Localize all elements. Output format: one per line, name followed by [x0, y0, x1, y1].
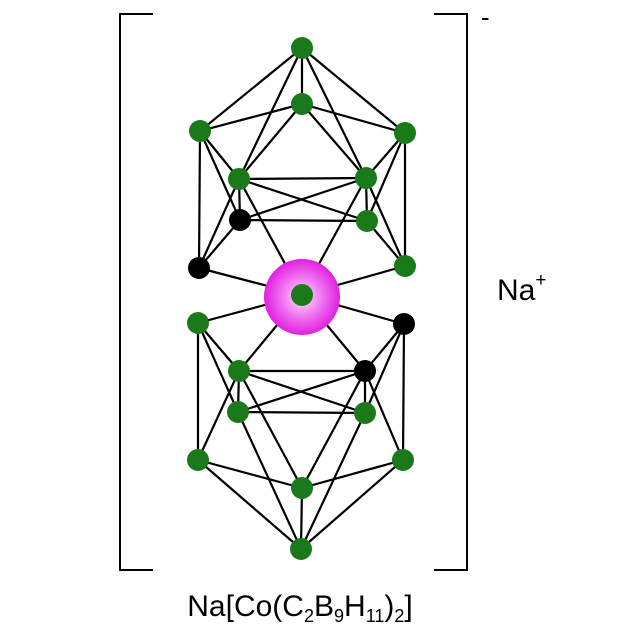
bond [300, 458, 405, 490]
bond [237, 176, 368, 181]
boron-atom [227, 401, 249, 423]
bond [365, 131, 407, 223]
bond [237, 102, 304, 181]
boron-atom [394, 122, 416, 144]
bond [198, 129, 242, 222]
formula-part: 9 [334, 606, 345, 626]
bond [300, 102, 368, 180]
boron-atom [290, 538, 312, 560]
bond [238, 176, 368, 222]
boron-atom [392, 449, 414, 471]
bond [196, 369, 241, 462]
carbon-atom [229, 209, 251, 231]
boron-atom [187, 449, 209, 471]
bond [238, 218, 369, 223]
bond [299, 458, 405, 551]
boron-atom [394, 255, 416, 277]
bond [198, 102, 304, 133]
boron-atom [291, 477, 313, 499]
boron-atom [354, 402, 376, 424]
right-bracket [434, 13, 468, 571]
bond [363, 369, 405, 462]
formula-part: ] [404, 590, 413, 623]
boron-atom [291, 93, 313, 115]
bond [237, 369, 304, 490]
carbon-atom [393, 313, 415, 335]
counter-ion-symbol: Na [497, 274, 536, 307]
bond [300, 46, 407, 135]
boron-atom [187, 312, 209, 334]
formula-part: ) [384, 590, 395, 623]
carbon-atom [188, 257, 210, 279]
bond [363, 322, 406, 415]
bond [196, 321, 240, 414]
bond [299, 411, 367, 551]
boron-atom [355, 167, 377, 189]
formula-part: H [344, 590, 366, 623]
bonds [196, 46, 407, 551]
boron-atom [228, 360, 250, 382]
formula-part: 11 [365, 606, 385, 626]
left-bracket [119, 13, 153, 571]
bond [236, 410, 367, 415]
boron-atom [291, 284, 313, 306]
boron-atom [356, 210, 378, 232]
bond [196, 458, 303, 551]
counter-ion-label: Na+ [497, 270, 546, 308]
bond [300, 102, 407, 135]
bond [236, 369, 367, 414]
bond [196, 458, 304, 490]
formula-part: Na[Co(C [187, 590, 304, 623]
atoms [187, 37, 416, 560]
formula-part: 2 [303, 606, 314, 626]
boron-atom [189, 120, 211, 142]
molecular-formula: Na[Co(C2B9H11)2] [0, 590, 600, 627]
carbon-atom [354, 360, 376, 382]
anion-charge-label: - [481, 2, 490, 32]
bond [236, 410, 303, 551]
charge-brackets [119, 13, 468, 571]
bond [197, 129, 202, 270]
bond [197, 177, 241, 270]
counter-ion-charge: + [535, 270, 547, 291]
formula-part: B [313, 590, 334, 623]
boron-atom [291, 37, 313, 59]
boron-atom [228, 168, 250, 190]
bond [364, 176, 407, 268]
bond [237, 46, 304, 181]
formula-part: 2 [394, 606, 405, 626]
bond [198, 46, 304, 133]
bond [401, 322, 406, 462]
bond [300, 369, 367, 490]
